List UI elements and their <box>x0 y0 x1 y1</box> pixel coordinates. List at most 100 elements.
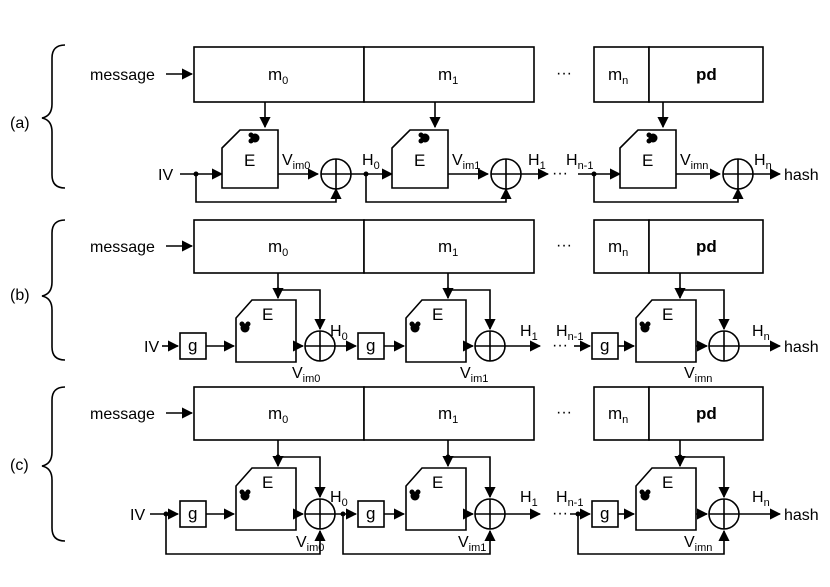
g-label: g <box>366 504 375 523</box>
h-label-1: H1 <box>520 489 538 509</box>
g-function-box <box>179 332 207 360</box>
hash-label: hash <box>784 167 819 184</box>
ellipsis: ··· <box>552 337 568 354</box>
block-label-n: mn <box>608 237 628 259</box>
feedforward-line <box>680 456 730 499</box>
xor-icon <box>490 158 522 190</box>
enc-label: E <box>662 305 673 324</box>
feedforward-line <box>680 289 730 331</box>
message-block-1 <box>363 386 535 441</box>
panel-label: (b) <box>10 287 30 304</box>
g-label: g <box>188 504 197 523</box>
h-label-1: H1 <box>528 152 546 172</box>
h-label-n: Hn <box>752 323 770 343</box>
block-label-0: m0 <box>268 237 288 259</box>
h-label-0: H0 <box>330 323 348 343</box>
feedforward-line <box>165 514 326 555</box>
g-function-box <box>357 500 385 528</box>
encryption-block <box>235 299 297 363</box>
v-label-1: Vim1 <box>452 152 480 172</box>
padding-label: pd <box>696 237 717 256</box>
g-label: g <box>600 336 609 355</box>
enc-label: E <box>432 473 443 492</box>
xor-icon <box>474 330 506 362</box>
h-label-n-1: Hn-1 <box>556 323 583 343</box>
panel-label: (c) <box>10 457 29 474</box>
v-label-0: Vim0 <box>292 365 320 385</box>
padding-label: pd <box>696 404 717 423</box>
message-block-1 <box>363 46 535 103</box>
h-label-0: H0 <box>362 152 380 172</box>
h-label-n-1: Hn-1 <box>566 152 593 172</box>
message-label: message <box>90 239 155 256</box>
g-label: g <box>188 336 197 355</box>
xor-icon <box>320 158 352 190</box>
g-label: g <box>366 336 375 355</box>
encryption-block <box>221 129 279 189</box>
encryption-block <box>391 129 449 189</box>
block-label-n: mn <box>608 65 628 87</box>
v-label-0: Vim0 <box>296 534 324 554</box>
xor-icon <box>722 158 754 190</box>
feedforward-line <box>278 289 326 331</box>
enc-label: E <box>262 305 273 324</box>
iv-label: IV <box>144 339 159 356</box>
v-label-n: Vimn <box>684 534 712 554</box>
feedforward-line <box>365 174 512 203</box>
block-label-0: m0 <box>268 65 288 87</box>
message-block-1 <box>363 219 535 274</box>
iv-label: IV <box>130 507 145 524</box>
feedforward-line <box>278 456 326 499</box>
panel-a: (a) message m0 m1 ··· mn pd IV E Vim0 H0 <box>10 44 819 203</box>
feedforward-line <box>593 174 744 203</box>
brace-icon <box>41 44 66 189</box>
message-block-n <box>593 219 650 274</box>
brace-icon <box>41 219 66 361</box>
g-label: g <box>600 504 609 523</box>
block-label-1: m1 <box>438 237 458 259</box>
encryption-block <box>619 129 677 189</box>
g-function-box <box>357 332 385 360</box>
block-label-1: m1 <box>438 404 458 426</box>
enc-label: E <box>662 473 673 492</box>
padding-label: pd <box>696 65 717 84</box>
h-label-1: H1 <box>520 323 538 343</box>
hash-label: hash <box>784 339 819 356</box>
ellipsis: ··· <box>552 505 568 522</box>
padding-block <box>648 386 764 441</box>
feedforward-line <box>195 174 342 203</box>
h-label-n-1: Hn-1 <box>556 489 583 509</box>
encryption-block <box>235 467 297 531</box>
encryption-block <box>635 467 697 531</box>
ellipsis: ··· <box>556 404 572 421</box>
panel-b: (b) message m0 m1 ··· mn pd IV g E Vim0 … <box>10 219 819 385</box>
enc-label: E <box>642 151 653 170</box>
v-label-1: Vim1 <box>458 534 486 554</box>
brace-icon <box>41 386 66 542</box>
ellipsis: ··· <box>556 65 572 82</box>
message-label: message <box>90 406 155 423</box>
ellipsis: ··· <box>556 237 572 254</box>
h-label-0: H0 <box>330 489 348 509</box>
v-label-n: Vimn <box>684 365 712 385</box>
iv-label: IV <box>158 167 173 184</box>
ellipsis: ··· <box>552 165 568 182</box>
feedforward-line <box>342 514 496 555</box>
enc-label: E <box>244 151 255 170</box>
padding-block <box>648 46 764 103</box>
hash-label: hash <box>784 507 819 524</box>
message-block-n <box>593 46 650 103</box>
xor-icon <box>474 498 506 530</box>
enc-label: E <box>414 151 425 170</box>
feedforward-line <box>448 456 496 499</box>
h-label-n: Hn <box>754 152 772 172</box>
v-label-n: Vimn <box>680 152 708 172</box>
xor-icon <box>708 330 740 362</box>
xor-icon <box>708 498 740 530</box>
encryption-block <box>635 299 697 363</box>
feedforward-line <box>577 514 730 555</box>
g-function-box <box>591 332 619 360</box>
v-label-0: Vim0 <box>282 152 310 172</box>
block-label-1: m1 <box>438 65 458 87</box>
